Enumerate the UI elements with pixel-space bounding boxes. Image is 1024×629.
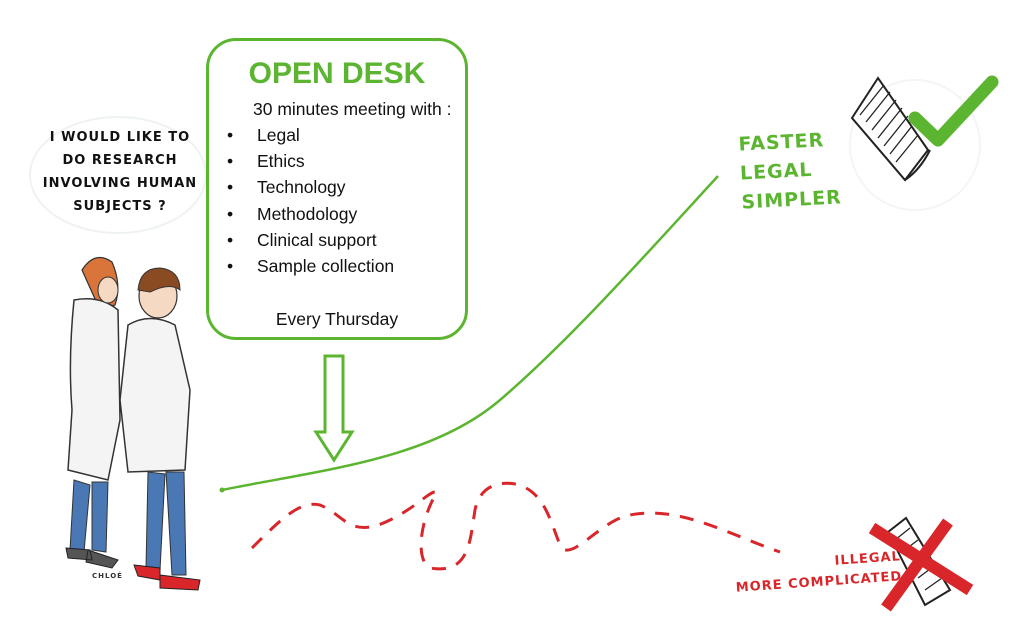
topic-item: • Legal bbox=[227, 125, 394, 151]
bubble-line: I WOULD LIKE TO bbox=[49, 130, 191, 145]
artist-signature: CHLOÉ bbox=[92, 572, 123, 580]
label-faster: FASTER bbox=[737, 129, 825, 156]
success-path-curve bbox=[221, 175, 719, 492]
topic-item: • Sample collection bbox=[227, 256, 394, 282]
topic-item: • Methodology bbox=[227, 204, 394, 230]
bullet-icon: • bbox=[227, 151, 234, 172]
topic-label: Methodology bbox=[257, 203, 358, 224]
open-desk-topics: •Legal •Ethics •Technology •Methodology … bbox=[227, 125, 394, 282]
down-arrow-icon bbox=[313, 354, 355, 463]
bubble-line: SUBJECTS ? bbox=[73, 199, 167, 214]
bubble-line: INVOLVING HUMAN bbox=[42, 176, 198, 191]
open-desk-schedule: Every Thursday bbox=[275, 309, 399, 329]
topic-item: • Clinical support bbox=[227, 230, 394, 256]
topic-label: Clinical support bbox=[257, 229, 377, 250]
bullet-icon: • bbox=[227, 229, 234, 250]
success-labels: FASTER LEGAL SIMPLER bbox=[738, 125, 843, 217]
speech-bubble-text: I WOULD LIKE TO DO RESEARCH INVOLVING HU… bbox=[40, 126, 200, 218]
bullet-icon: • bbox=[227, 177, 234, 198]
checkmark-icon bbox=[908, 75, 999, 147]
document-approved-icon bbox=[849, 75, 999, 211]
topic-item: • Ethics bbox=[227, 151, 394, 177]
bubble-line: DO RESEARCH bbox=[62, 153, 178, 168]
topic-label: Sample collection bbox=[257, 255, 395, 276]
topic-item: • Technology bbox=[227, 177, 394, 203]
topic-label: Technology bbox=[257, 177, 346, 198]
document-rejected-icon bbox=[868, 516, 974, 612]
bullet-icon: • bbox=[227, 255, 234, 276]
open-desk-intro: 30 minutes meeting with : bbox=[253, 99, 452, 119]
open-desk-title: OPEN DESK bbox=[248, 57, 426, 90]
bullet-icon: • bbox=[227, 203, 234, 224]
woman-scientist-figure bbox=[65, 256, 121, 569]
bullet-icon: • bbox=[227, 125, 234, 145]
cross-icon bbox=[868, 518, 974, 612]
failure-path-dashed bbox=[250, 481, 781, 571]
man-scientist-figure bbox=[119, 267, 201, 591]
open-desk-panel: OPEN DESK 30 minutes meeting with : • Leg… bbox=[206, 38, 468, 340]
label-simpler: SIMPLER bbox=[740, 186, 843, 214]
topic-label: Legal bbox=[257, 125, 300, 145]
topic-label: Ethics bbox=[257, 151, 305, 172]
